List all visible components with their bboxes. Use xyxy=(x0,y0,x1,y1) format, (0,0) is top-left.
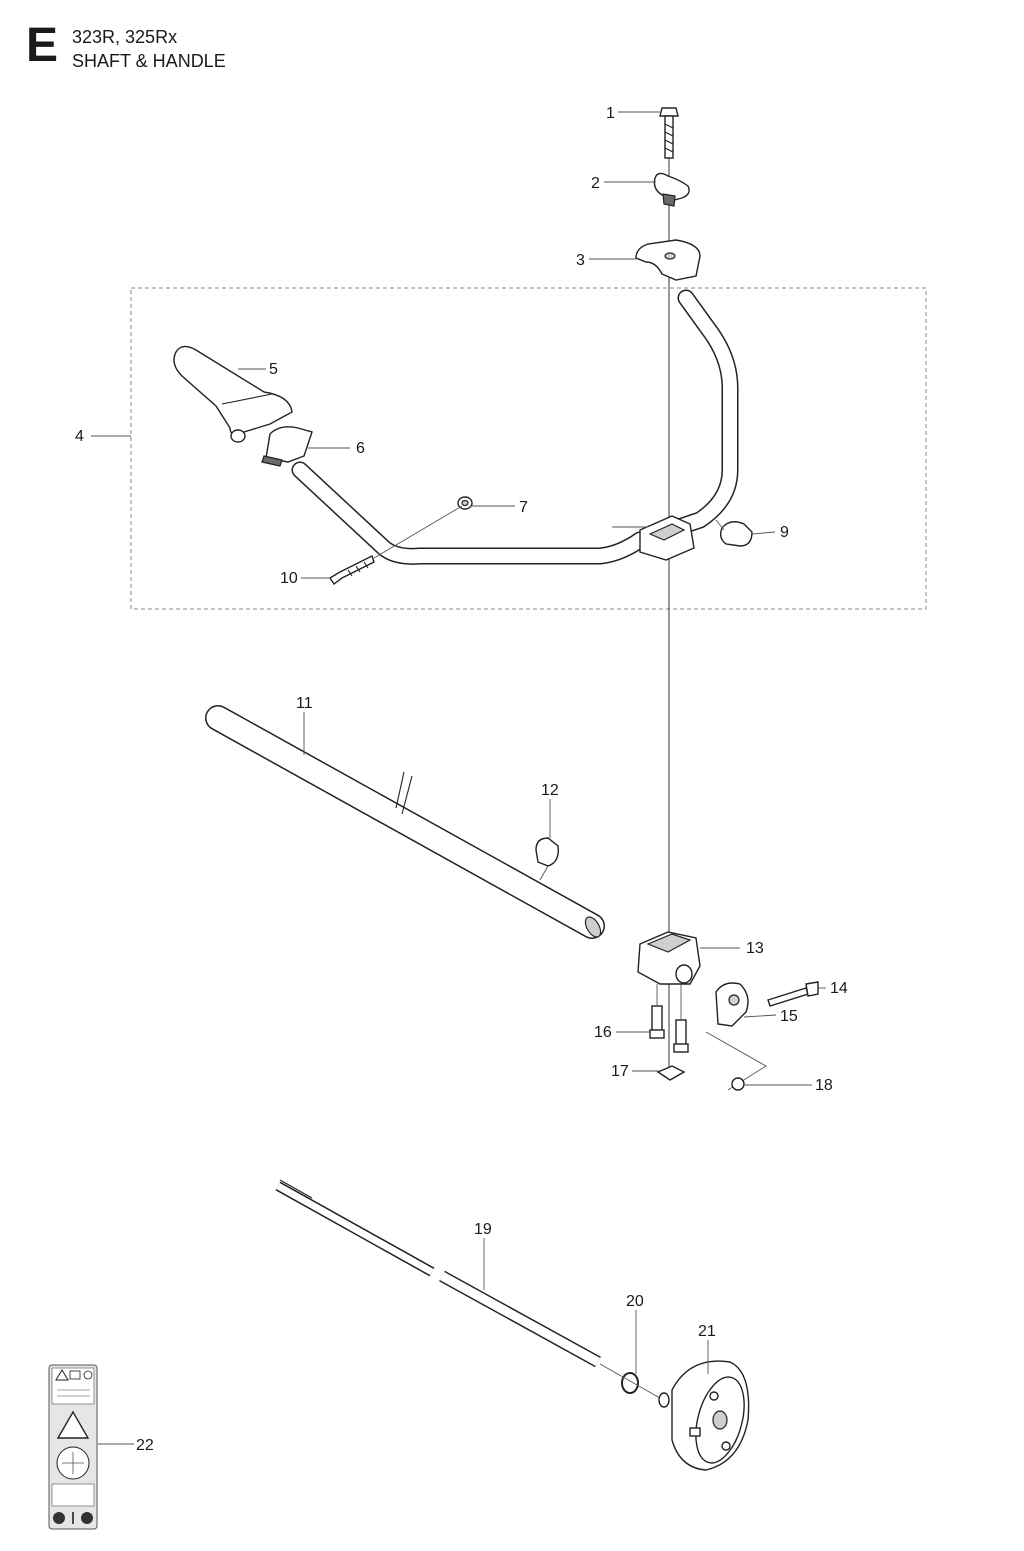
part-9-clamp-piece xyxy=(719,521,753,547)
handle-clamp-block xyxy=(639,515,695,561)
leader-10-7 xyxy=(373,505,463,559)
callout-11: 11 xyxy=(296,695,313,712)
callout-5: 5 xyxy=(269,361,278,378)
part-3-clamp-top xyxy=(635,239,701,281)
part-12-clip xyxy=(535,837,559,867)
callout-labels: 1 2 3 4 5 6 7 9 10 11 12 13 14 15 16 17 … xyxy=(75,105,848,1454)
handle-assembly-group-box xyxy=(130,287,927,610)
callout-10: 10 xyxy=(280,570,298,587)
callout-16: 16 xyxy=(594,1024,612,1041)
callout-4: 4 xyxy=(75,428,84,445)
part-11-shaft-tube xyxy=(205,705,605,939)
callout-9: 9 xyxy=(780,524,789,541)
part-19-drive-shaft xyxy=(275,1179,601,1368)
callout-17: 17 xyxy=(611,1063,629,1080)
model-names: 323R, 325Rx xyxy=(72,27,178,47)
callout-2: 2 xyxy=(591,175,600,192)
shaft-axis-extension xyxy=(599,1363,661,1399)
part-18-nut xyxy=(705,1031,767,1091)
part-17-square-nut xyxy=(656,1065,686,1081)
callout-1: 1 xyxy=(606,105,615,122)
callout-7: 7 xyxy=(519,499,528,516)
part-6-grip-clamp xyxy=(261,426,313,467)
callout-14: 14 xyxy=(830,980,848,997)
section-letter: E xyxy=(26,19,59,72)
part-13-shaft-clamp xyxy=(637,931,701,985)
callout-3: 3 xyxy=(576,252,585,269)
part-15-clamp-half xyxy=(715,982,749,1027)
callout-21: 21 xyxy=(698,1323,716,1340)
part-1-bolt xyxy=(659,107,679,159)
part-5-handle-grip xyxy=(173,345,293,443)
callout-leader-lines xyxy=(91,111,826,1445)
callout-15: 15 xyxy=(780,1008,798,1025)
section-title: SHAFT & HANDLE xyxy=(72,51,226,71)
page-header: E 323R, 325Rx SHAFT & HANDLE xyxy=(26,22,426,82)
callout-12: 12 xyxy=(541,782,559,799)
part-20-o-ring xyxy=(621,1372,639,1394)
part-14-screw xyxy=(767,981,819,1007)
part-16-screws xyxy=(649,984,689,1053)
callout-13: 13 xyxy=(746,940,764,957)
part-21-clutch-drum xyxy=(658,1360,750,1471)
leader-12 xyxy=(539,865,549,881)
part-10-screw xyxy=(329,555,375,586)
callout-22: 22 xyxy=(136,1437,154,1454)
callout-18: 18 xyxy=(815,1077,833,1094)
part-22-warning-label xyxy=(48,1364,98,1530)
handle-bar-tube xyxy=(291,289,739,565)
callout-20: 20 xyxy=(626,1293,644,1310)
callout-6: 6 xyxy=(356,440,365,457)
part-2-wing-washer xyxy=(653,172,690,207)
callout-19: 19 xyxy=(474,1221,492,1238)
